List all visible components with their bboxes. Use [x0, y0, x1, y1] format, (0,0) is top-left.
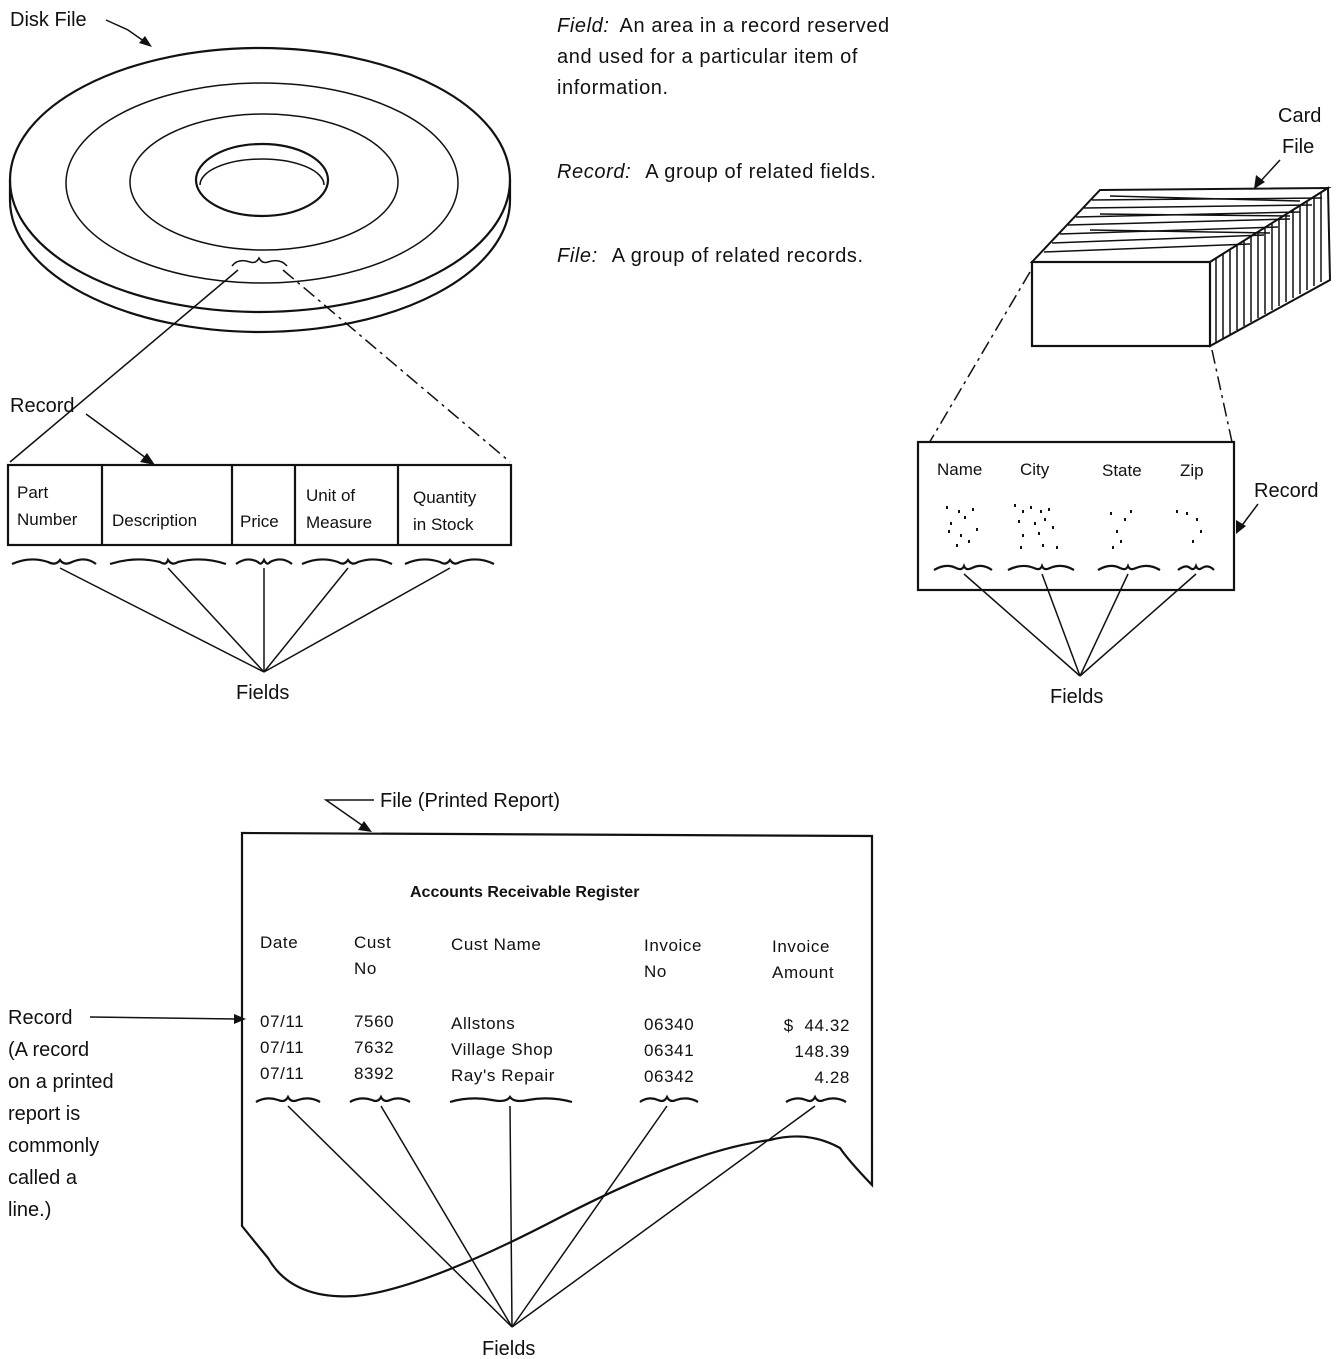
header-cust-no-line-2: No: [354, 959, 377, 978]
svg-text:File:A group of related record: File: A group of related records.: [557, 245, 864, 267]
record-definition: A group of related fields.: [645, 161, 876, 183]
header-invoice-no-line-1: Invoice: [644, 936, 702, 955]
row-2-cust-no: 7632: [354, 1038, 394, 1057]
row-3-date: 07/11: [260, 1064, 304, 1083]
row-3-cust-no: 8392: [354, 1064, 394, 1083]
card-field-state: State: [1102, 461, 1142, 480]
disk-record-label: Record: [10, 395, 74, 417]
row-1-date: 07/11: [260, 1012, 304, 1031]
card-field-city: City: [1020, 460, 1050, 479]
svg-text:Field:An area in a record rese: Field: An area in a record reserved: [557, 15, 890, 37]
row-1-invoice-amount: $ 44.32: [784, 1016, 850, 1035]
disk-field-unit-of-measure-line-2: Measure: [306, 513, 372, 532]
report-content: Accounts Receivable Register Date Cust N…: [255, 884, 851, 1104]
row-1-cust-name: Allstons: [451, 1014, 515, 1033]
field-definition-line-3: information.: [557, 77, 669, 99]
disk-field-unit-of-measure-line-1: Unit of: [306, 486, 355, 505]
row-1-invoice-no: 06340: [644, 1015, 694, 1034]
row-2-invoice-no: 06341: [644, 1041, 694, 1060]
record-note-line-3: report is: [8, 1103, 80, 1125]
card-field-name: Name: [937, 460, 982, 479]
field-definition-line-2: and used for a particular item of: [557, 46, 858, 68]
report-fields-label: Fields: [482, 1338, 535, 1359]
record-note-line-6: line.): [8, 1199, 51, 1221]
report-title: Accounts Receivable Register: [410, 884, 639, 901]
header-invoice-no-line-2: No: [644, 962, 667, 981]
card-file-illustration: [921, 186, 1332, 456]
file-term: File:: [557, 245, 598, 267]
header-invoice-amount-line-2: Amount: [772, 963, 834, 982]
card-file-label-line-1: Card: [1278, 105, 1321, 127]
report-record-note: (A record on a printed report is commonl…: [8, 1039, 114, 1221]
disk-field-quantity-line-2: in Stock: [413, 515, 474, 534]
row-2-cust-name: Village Shop: [451, 1040, 553, 1059]
row-3-invoice-amount: 4.28: [815, 1068, 851, 1087]
disk-file-illustration: [8, 46, 512, 463]
report-file-label: File (Printed Report): [380, 790, 560, 812]
report-field-connectors: [287, 1105, 816, 1328]
header-cust-no-line-1: Cust: [354, 933, 391, 952]
card-field-connectors: [963, 573, 1197, 677]
svg-text:Record:A group of related fiel: Record: A group of related fields.: [557, 161, 877, 183]
definitions-block: Field: An area in a record reserved and u…: [557, 15, 890, 267]
printed-report-illustration: [240, 831, 874, 1298]
disk-fields-label: Fields: [236, 682, 289, 704]
header-invoice-amount-line-1: Invoice: [772, 937, 830, 956]
card-field-zip: Zip: [1180, 461, 1204, 480]
disk-field-braces: [11, 557, 495, 673]
card-fields-label: Fields: [1050, 686, 1103, 708]
disk-record-box: Part Number Description Price Unit of Me…: [6, 463, 513, 547]
disk-field-part-number-line-2: Number: [17, 510, 78, 529]
header-cust-name: Cust Name: [451, 935, 541, 954]
row-3-cust-name: Ray's Repair: [451, 1066, 555, 1085]
card-record-box: Name City State Zip: [916, 440, 1236, 592]
disk-field-description: Description: [112, 511, 197, 530]
record-note-line-2: on a printed: [8, 1071, 114, 1093]
card-file-label-line-2: File: [1282, 136, 1314, 158]
field-term: Field:: [557, 15, 610, 37]
row-2-invoice-amount: 148.39: [794, 1042, 850, 1061]
card-record-label: Record: [1254, 480, 1318, 502]
disk-file-label: Disk File: [10, 9, 87, 31]
record-note-line-1: (A record: [8, 1039, 89, 1061]
report-record-label: Record: [8, 1007, 72, 1029]
header-date: Date: [260, 933, 298, 952]
row-1-cust-no: 7560: [354, 1012, 394, 1031]
row-3-invoice-no: 06342: [644, 1067, 694, 1086]
record-term: Record:: [557, 161, 631, 183]
file-definition: A group of related records.: [612, 245, 864, 267]
field-definition-line-1: An area in a record reserved: [620, 15, 890, 37]
row-2-date: 07/11: [260, 1038, 304, 1057]
disk-field-part-number-line-1: Part: [17, 483, 48, 502]
record-note-line-4: commonly: [8, 1135, 99, 1157]
disk-field-quantity-line-1: Quantity: [413, 488, 477, 507]
disk-field-price: Price: [240, 512, 279, 531]
record-note-line-5: called a: [8, 1167, 78, 1189]
